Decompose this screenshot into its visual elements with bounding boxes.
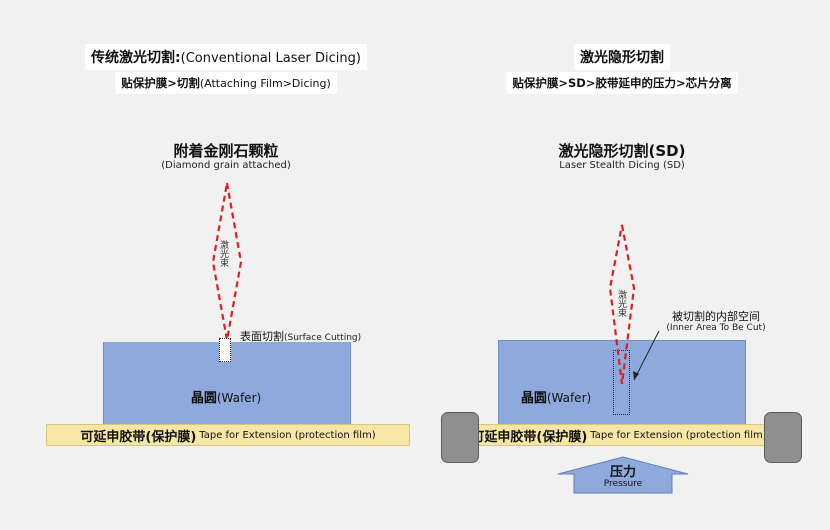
- left-tape-cn: 可延申胶带(保护膜): [80, 429, 197, 445]
- right-tape: 可延申胶带(保护膜)Tape for Extension (protection…: [471, 424, 767, 446]
- left-wafer-en: (Wafer): [216, 391, 262, 405]
- left-grain-label: 附着金刚石颗粒: [173, 142, 279, 160]
- right-wafer-cn: 晶圆: [520, 391, 547, 406]
- right-beam-label: 激光束: [616, 290, 626, 317]
- right-title-cn: 激光隐形切割: [580, 50, 664, 66]
- pressure-label: 压力: [609, 465, 637, 480]
- right-sd-label: 激光隐形切割(SD): [558, 142, 686, 160]
- right-subtitle-cn: 贴保护膜>SD>胶带延申的压力>芯片分离: [512, 76, 732, 90]
- left-subtitle-cn: 贴保护膜>切割: [121, 76, 200, 90]
- left-roller: [441, 412, 479, 463]
- left-title: 传统激光切割:(Conventional Laser Dicing): [85, 44, 367, 70]
- left-wafer-label: 晶圆(Wafer): [191, 387, 261, 406]
- right-title: 激光隐形切割: [574, 44, 670, 70]
- left-beam-diamond: [211, 182, 243, 341]
- right-tape-en: Tape for Extension (protection film): [590, 429, 767, 441]
- left-title-cn: 传统激光切割:: [91, 50, 181, 66]
- left-laser-beam: [211, 182, 243, 341]
- left-surface-cut-label: 表面切割(Surface Cutting): [240, 325, 361, 344]
- inner-area-label: 被切割的内部空间: [672, 310, 760, 323]
- pressure-label-en: Pressure: [603, 479, 643, 489]
- right-subtitle: 贴保护膜>SD>胶带延申的压力>芯片分离: [506, 72, 738, 94]
- left-subtitle-en: (Attaching Film>Dicing): [199, 77, 331, 90]
- right-wafer-label: 晶圆(Wafer): [521, 387, 591, 406]
- inner-area-pointer: [633, 330, 660, 381]
- left-grain-label-en: (Diamond grain attached): [161, 160, 291, 171]
- right-laser-beam: [608, 224, 636, 385]
- pressure-arrow: [557, 456, 689, 494]
- left-surface-groove-overlay: [219, 338, 231, 362]
- inner-area-label-en: (Inner Area To Be Cut): [666, 323, 766, 333]
- left-beam-label: 激光束: [218, 240, 228, 267]
- left-wafer-cn: 晶圆: [190, 391, 217, 406]
- right-sd-label-en: Laser Stealth Dicing (SD): [559, 160, 685, 171]
- left-title-en: (Conventional Laser Dicing): [180, 51, 361, 66]
- left-subtitle: 贴保护膜>切割(Attaching Film>Dicing): [115, 72, 337, 94]
- left-tape-en: Tape for Extension (protection film): [199, 429, 376, 441]
- right-beam-diamond: [608, 224, 636, 385]
- right-roller: [764, 412, 802, 463]
- left-surface-cut-cn: 表面切割: [240, 330, 284, 343]
- left-tape: 可延申胶带(保护膜)Tape for Extension (protection…: [46, 424, 410, 446]
- left-surface-cut-en: (Surface Cutting): [284, 333, 362, 343]
- right-tape-cn: 可延申胶带(保护膜): [471, 429, 588, 445]
- right-wafer-en: (Wafer): [546, 391, 592, 405]
- right-inner-cut-area: [613, 350, 630, 415]
